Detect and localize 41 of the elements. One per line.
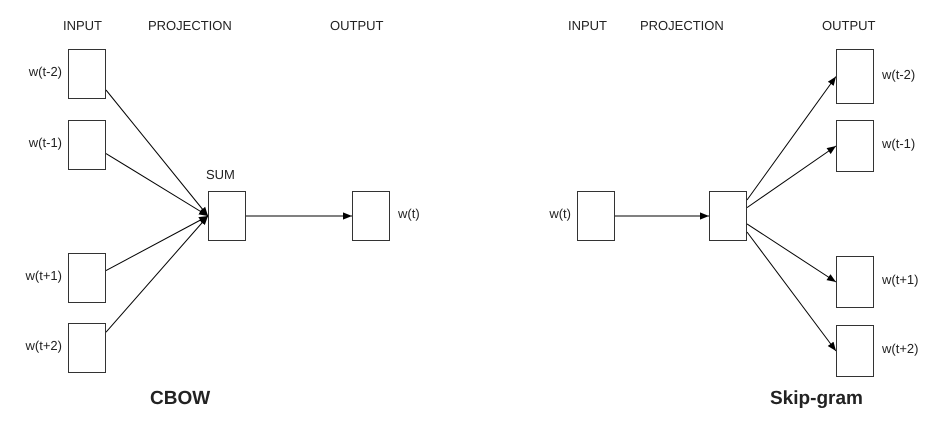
word-label: w(t+2) xyxy=(882,341,918,357)
word-label: w(t+1) xyxy=(882,272,918,288)
vector-box xyxy=(836,49,874,104)
word-label: w(t-1) xyxy=(882,136,916,152)
arrow xyxy=(106,216,208,272)
vector-box xyxy=(836,120,874,172)
vector-box xyxy=(68,323,106,373)
vector-box xyxy=(208,191,246,241)
model-title: Skip-gram xyxy=(770,388,863,410)
vector-box xyxy=(68,253,106,303)
layer-heading: OUTPUT xyxy=(822,18,876,33)
word-label: w(t) xyxy=(549,206,571,222)
vector-box xyxy=(836,256,874,308)
arrow xyxy=(106,216,208,333)
word-label: w(t) xyxy=(398,206,420,222)
layer-heading: INPUT xyxy=(63,18,102,33)
vector-box xyxy=(577,191,615,241)
arrow xyxy=(106,153,208,216)
vector-box xyxy=(68,49,106,99)
layer-heading: PROJECTION xyxy=(640,18,724,33)
word-label: w(t+1) xyxy=(26,268,62,284)
arrow xyxy=(614,212,710,220)
word-label: w(t-2) xyxy=(28,64,62,80)
word-label: w(t+2) xyxy=(26,338,62,354)
vector-box xyxy=(68,120,106,170)
word-label: SUM xyxy=(206,167,235,183)
arrow xyxy=(106,90,208,216)
arrow xyxy=(246,212,352,220)
layer-heading: PROJECTION xyxy=(148,18,232,33)
model-title: CBOW xyxy=(150,388,210,410)
vector-box xyxy=(352,191,390,241)
vector-box xyxy=(836,325,874,377)
vector-box xyxy=(709,191,747,241)
arrow xyxy=(746,223,836,282)
layer-heading: OUTPUT xyxy=(330,18,384,33)
word-label: w(t-2) xyxy=(882,66,916,82)
word-label: w(t-1) xyxy=(28,135,62,151)
arrow xyxy=(746,232,836,352)
arrow xyxy=(746,146,836,208)
arrow xyxy=(746,76,836,200)
layer-heading: INPUT xyxy=(568,18,607,33)
